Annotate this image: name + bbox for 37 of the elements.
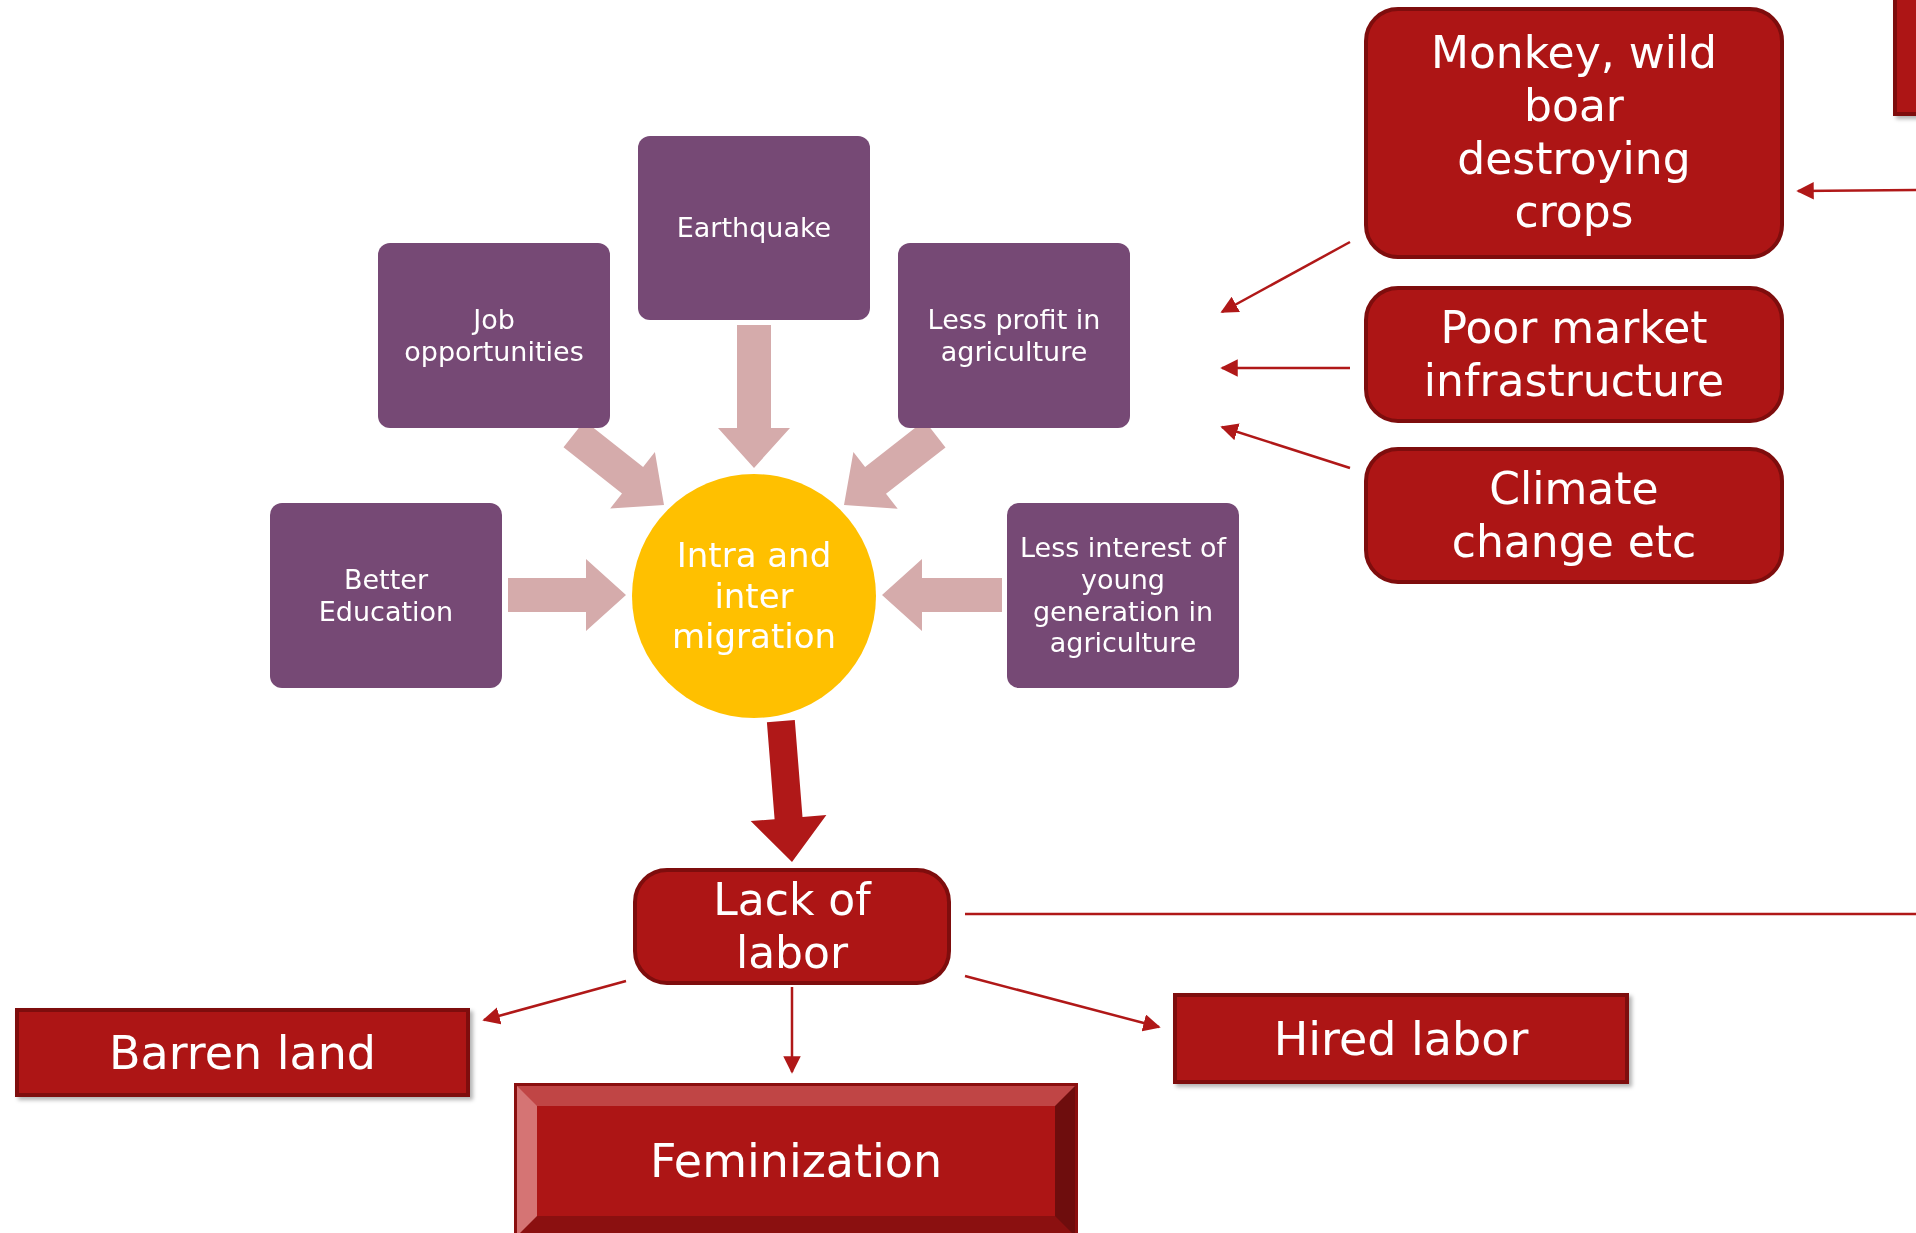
cause-box <box>270 503 502 688</box>
block-arrow <box>718 325 790 468</box>
cause-box <box>898 243 1130 428</box>
factor-box <box>1364 286 1784 423</box>
arrow <box>964 974 1161 1032</box>
box-text: Feminization <box>649 1134 943 1188</box>
factor-box <box>633 868 951 985</box>
factor-box <box>1364 7 1784 259</box>
arrow <box>1220 240 1351 314</box>
box-text: Intra and inter migration <box>670 534 838 658</box>
block-arrow <box>882 559 1002 632</box>
effect-box <box>1173 993 1629 1084</box>
box-text: Less interest of young generation in agriculture <box>1018 531 1228 660</box>
box-text: Monkey, wild boar destroying crops <box>1429 27 1719 239</box>
connector-line <box>965 912 1916 916</box>
block-arrow <box>508 559 626 632</box>
box-text: Barren land <box>108 1025 377 1080</box>
arrow <box>783 987 801 1074</box>
effect-box <box>517 1086 1075 1233</box>
box-text: Less profit in agriculture <box>926 303 1102 368</box>
box-text: Poor market infrastructure <box>1422 301 1726 408</box>
box-text: Earthquake <box>676 212 832 244</box>
block-arrow <box>750 720 827 862</box>
arrow <box>1796 182 1916 200</box>
factor-box <box>1364 447 1784 584</box>
cause-box <box>638 136 870 320</box>
arrow <box>1220 359 1350 377</box>
cause-box <box>378 243 610 428</box>
box-text: Better Education <box>317 563 455 628</box>
arrow <box>482 979 627 1025</box>
cause-box <box>1007 503 1239 688</box>
box-text: Hired labor <box>1273 1011 1529 1066</box>
box-text: Climate change etc <box>1450 462 1698 569</box>
box-text: Lack of labor <box>712 873 873 980</box>
arrow <box>1220 423 1351 470</box>
effect-box <box>15 1008 470 1097</box>
box-text: Job opportunities <box>403 303 585 368</box>
